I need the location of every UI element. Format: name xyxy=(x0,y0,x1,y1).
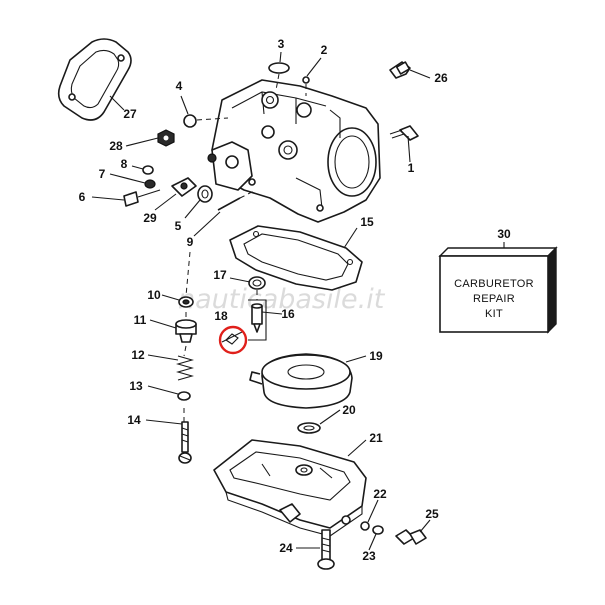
repair-kit-line-1: CARBURETOR xyxy=(454,278,534,290)
part-9-pin xyxy=(217,189,257,211)
callout-30: 30 xyxy=(497,227,511,241)
repair-kit-line-3: KIT xyxy=(485,308,503,320)
repair-kit-line-2: REPAIR xyxy=(473,293,515,305)
part-17-seat xyxy=(248,276,266,300)
repair-kit-box: CARBURETOR REPAIR KIT xyxy=(438,246,558,334)
callout-11: 11 xyxy=(134,313,147,327)
callout-18: 18 xyxy=(214,309,228,323)
part-24-screw xyxy=(317,529,335,570)
part-2-pin xyxy=(302,76,310,96)
part-12-spring xyxy=(175,355,195,381)
callout-22: 22 xyxy=(373,487,387,501)
part-20-ring xyxy=(297,422,321,434)
part-14-needle xyxy=(178,421,192,464)
callout-10: 10 xyxy=(147,288,161,302)
callout-13: 13 xyxy=(129,379,143,393)
callout-16: 16 xyxy=(281,307,295,321)
part-8-washer xyxy=(142,165,154,175)
part-18-clip xyxy=(221,331,243,345)
callout-21: 21 xyxy=(369,431,383,445)
part-3-plug xyxy=(268,62,290,91)
part-27-gasket xyxy=(57,38,132,121)
callout-9: 9 xyxy=(187,235,194,249)
leader-lines xyxy=(91,51,505,551)
part-5-bushing xyxy=(197,185,213,203)
part-21-float-bowl xyxy=(213,439,367,537)
part-11-jet xyxy=(175,319,197,343)
part-16-needle-valve xyxy=(251,303,263,333)
callout-2: 2 xyxy=(321,43,328,57)
watermark: nauticabasile.it xyxy=(178,284,386,315)
part-carburetor-body xyxy=(207,79,381,223)
callout-12: 12 xyxy=(131,348,145,362)
callout-6: 6 xyxy=(79,190,86,204)
callout-23: 23 xyxy=(362,549,376,563)
part-19-float xyxy=(249,353,353,409)
part-13-washer xyxy=(177,391,191,401)
callout-labels: 1 2 3 4 5 6 7 8 9 10 11 12 13 14 15 16 1… xyxy=(79,37,511,563)
callout-7: 7 xyxy=(99,167,106,181)
part-18-highlight-circle xyxy=(218,325,248,355)
part-7-nut xyxy=(144,179,156,189)
callout-1: 1 xyxy=(408,161,415,175)
callout-17: 17 xyxy=(213,268,227,282)
callout-24: 24 xyxy=(279,541,293,555)
callout-19: 19 xyxy=(369,349,383,363)
part-23-gasket xyxy=(372,525,384,535)
callout-5: 5 xyxy=(175,219,182,233)
part-1-screw xyxy=(389,125,419,141)
callout-15: 15 xyxy=(360,215,374,229)
callout-3: 3 xyxy=(278,37,285,51)
callout-8: 8 xyxy=(121,157,128,171)
part-22-washer xyxy=(360,521,370,531)
part-4-ring xyxy=(183,114,229,128)
callout-4: 4 xyxy=(176,79,183,93)
callout-14: 14 xyxy=(127,413,141,427)
callout-28: 28 xyxy=(109,139,123,153)
part-26-fitting xyxy=(389,61,411,79)
callout-29: 29 xyxy=(143,211,157,225)
part-25-screw xyxy=(395,529,427,545)
part-29-lever xyxy=(171,177,197,197)
part-6-screw xyxy=(123,189,161,207)
part-10-washer xyxy=(178,296,194,308)
callout-20: 20 xyxy=(342,403,356,417)
callout-25: 25 xyxy=(425,507,439,521)
callout-26: 26 xyxy=(434,71,448,85)
callout-27: 27 xyxy=(123,107,137,121)
part-15-gasket xyxy=(229,225,363,291)
part-28-nut xyxy=(157,129,175,147)
